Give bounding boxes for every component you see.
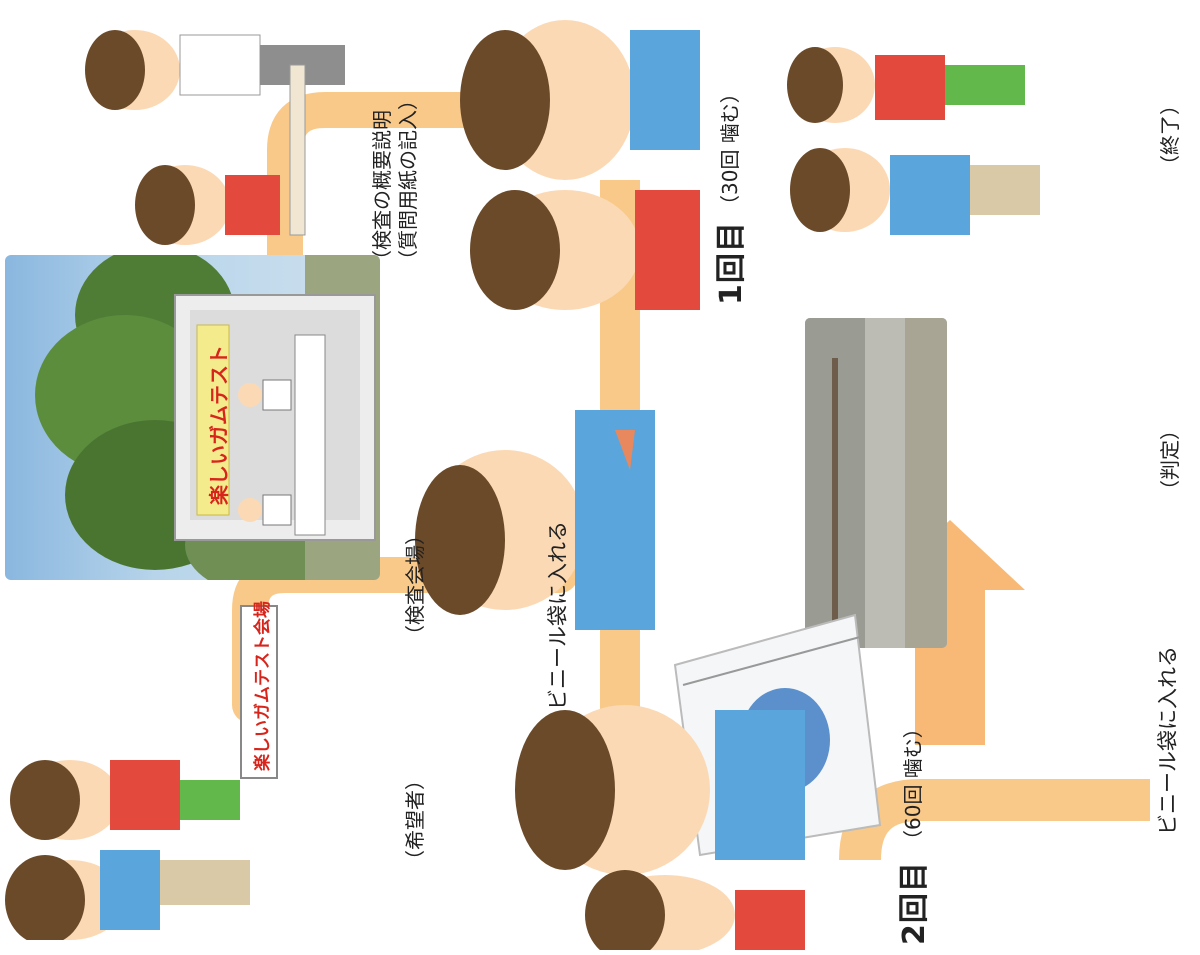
round1-figures	[455, 10, 700, 310]
end-label: （終了）	[1160, 95, 1180, 175]
round1-label: 1回目	[717, 221, 747, 305]
bag-label-1: ビニール袋に入れる	[548, 521, 569, 710]
venue-scene	[5, 255, 380, 580]
applicants-figure	[0, 700, 260, 940]
bag-label-2: ビニール袋に入れる	[1158, 646, 1179, 835]
overview-label-line2: （質問用紙の記入）	[398, 90, 418, 270]
overview-label-line1: （検査の概要説明	[372, 110, 392, 270]
venue-banner-text: 楽しいガムテスト	[203, 345, 232, 505]
bagging-figure-1	[415, 390, 655, 650]
finished-figures	[785, 5, 1045, 255]
round2-label: 2回目	[900, 861, 930, 945]
round2-figures	[505, 690, 805, 950]
judgment-photo	[805, 318, 947, 648]
judgment-scene	[805, 318, 947, 648]
explanation-figures	[75, 5, 365, 255]
round1-note: （30回 噛む）	[720, 83, 740, 215]
venue-photo: 楽しいガムテスト	[5, 255, 380, 580]
venue-label: （検査会場）	[405, 525, 425, 645]
applicant-label: （希望者）	[405, 770, 425, 870]
judgment-label: （判定）	[1160, 420, 1180, 500]
round2-note: （60回 噛む）	[903, 718, 923, 850]
